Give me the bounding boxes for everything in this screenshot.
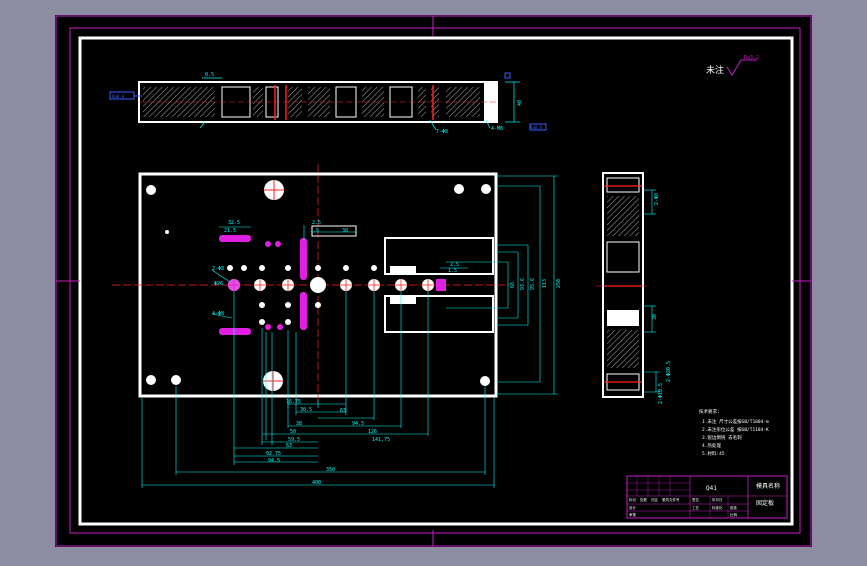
title-block: Q41 模具名称 固定板 标记 处数 分区 更改文件号 签名 年月日 设计 审核… [626,475,788,519]
svg-text:92.75: 92.75 [266,451,281,457]
svg-text:350: 350 [326,467,335,473]
svg-text:技术要求:: 技术要求: [699,408,720,415]
svg-text:95.6: 95.6 [530,278,536,290]
svg-text:工艺: 工艺 [692,505,700,510]
svg-text:1.未注 尺寸公差按GB/T1804-m: 1.未注 尺寸公差按GB/T1804-m [702,418,769,425]
svg-text:2.5: 2.5 [450,262,459,268]
svg-text:50: 50 [290,429,296,435]
svg-text:0.5: 0.5 [205,72,214,78]
svg-text:4-Φ8: 4-Φ8 [212,311,224,317]
svg-text:固定板: 固定板 [756,499,774,507]
svg-text:4.热处理: 4.热处理 [702,442,721,449]
svg-text:2.未注形位公差 按GB/T1184-K: 2.未注形位公差 按GB/T1184-K [702,426,769,433]
svg-text:7-Φ8: 7-Φ8 [436,129,448,135]
svg-text:30.5: 30.5 [300,407,312,413]
svg-text:38: 38 [296,421,302,427]
svg-text:30: 30 [342,228,348,234]
svg-text:标准化: 标准化 [712,505,723,510]
svg-text:1.5: 1.5 [448,268,457,274]
svg-text:批准: 批准 [730,505,738,510]
plan-view: 32.5 21.5 2.5 1.5 30 2.5 1.5 2-Φ8 Φ26 4-… [112,164,562,488]
svg-text:审核: 审核 [629,512,637,517]
side-view: 2-Φ8 30 2-Φ20.5 2-Φ10.5 [596,172,672,404]
svg-text:94.5: 94.5 [268,458,280,464]
svg-text:94.5: 94.5 [352,421,364,427]
svg-text:Ra0.8: Ra0.8 [530,125,543,130]
svg-text:标记: 标记 [629,497,637,502]
svg-text:32.5: 32.5 [228,220,240,226]
svg-text:126: 126 [368,429,377,435]
svg-text:2-Φ8: 2-Φ8 [654,193,660,205]
svg-text:未注: 未注 [706,64,724,76]
svg-text:400: 400 [312,480,321,486]
svg-text:设计: 设计 [629,505,637,510]
svg-text:2.5: 2.5 [312,220,321,226]
svg-text:处数: 处数 [640,497,648,502]
svg-text:签名: 签名 [692,497,699,502]
svg-text:Φ26: Φ26 [214,281,223,287]
svg-text:Ra3.2: Ra3.2 [744,55,759,61]
svg-text:Q41: Q41 [706,485,717,492]
svg-text:2-Φ10.5: 2-Φ10.5 [658,383,664,404]
technical-requirements: 技术要求: 1.未注 尺寸公差按GB/T1804-m 2.未注形位公差 按GB/… [699,408,769,457]
svg-text:4-M8: 4-M8 [491,126,503,132]
svg-text:63: 63 [340,408,346,414]
svg-text:59.5: 59.5 [288,437,300,443]
svg-text:40: 40 [517,100,523,106]
svg-text:分区: 分区 [651,497,659,502]
svg-text:113: 113 [542,279,548,288]
svg-text:2-Φ8: 2-Φ8 [212,266,224,272]
svg-text:63: 63 [286,443,292,449]
svg-text:2-Φ20.5: 2-Φ20.5 [666,361,672,382]
top-view: 0.5 40 Ra0.8 Ra0.8 4-M8 7-Φ8 [109,72,547,135]
svg-text:66: 66 [510,282,516,288]
svg-text:1.5: 1.5 [310,228,319,234]
svg-text:93.6: 93.6 [520,278,526,290]
svg-text:5.材料:45: 5.材料:45 [702,450,725,457]
svg-text:年月日: 年月日 [712,497,723,502]
svg-text:141.75: 141.75 [372,437,390,443]
svg-text:21.5: 21.5 [224,228,236,234]
svg-text:比例: 比例 [730,512,738,517]
svg-text:Ra0.8: Ra0.8 [112,94,125,99]
surface-roughness-note: 未注 Ra3.2 [706,55,759,76]
svg-text:更改文件号: 更改文件号 [662,497,680,502]
svg-text:16.75: 16.75 [286,399,301,405]
svg-text:30: 30 [652,314,658,320]
svg-text:250: 250 [556,279,562,288]
svg-text:3.锐边倒钝 去毛刺: 3.锐边倒钝 去毛刺 [702,434,742,441]
svg-text:模具名称: 模具名称 [756,482,780,490]
